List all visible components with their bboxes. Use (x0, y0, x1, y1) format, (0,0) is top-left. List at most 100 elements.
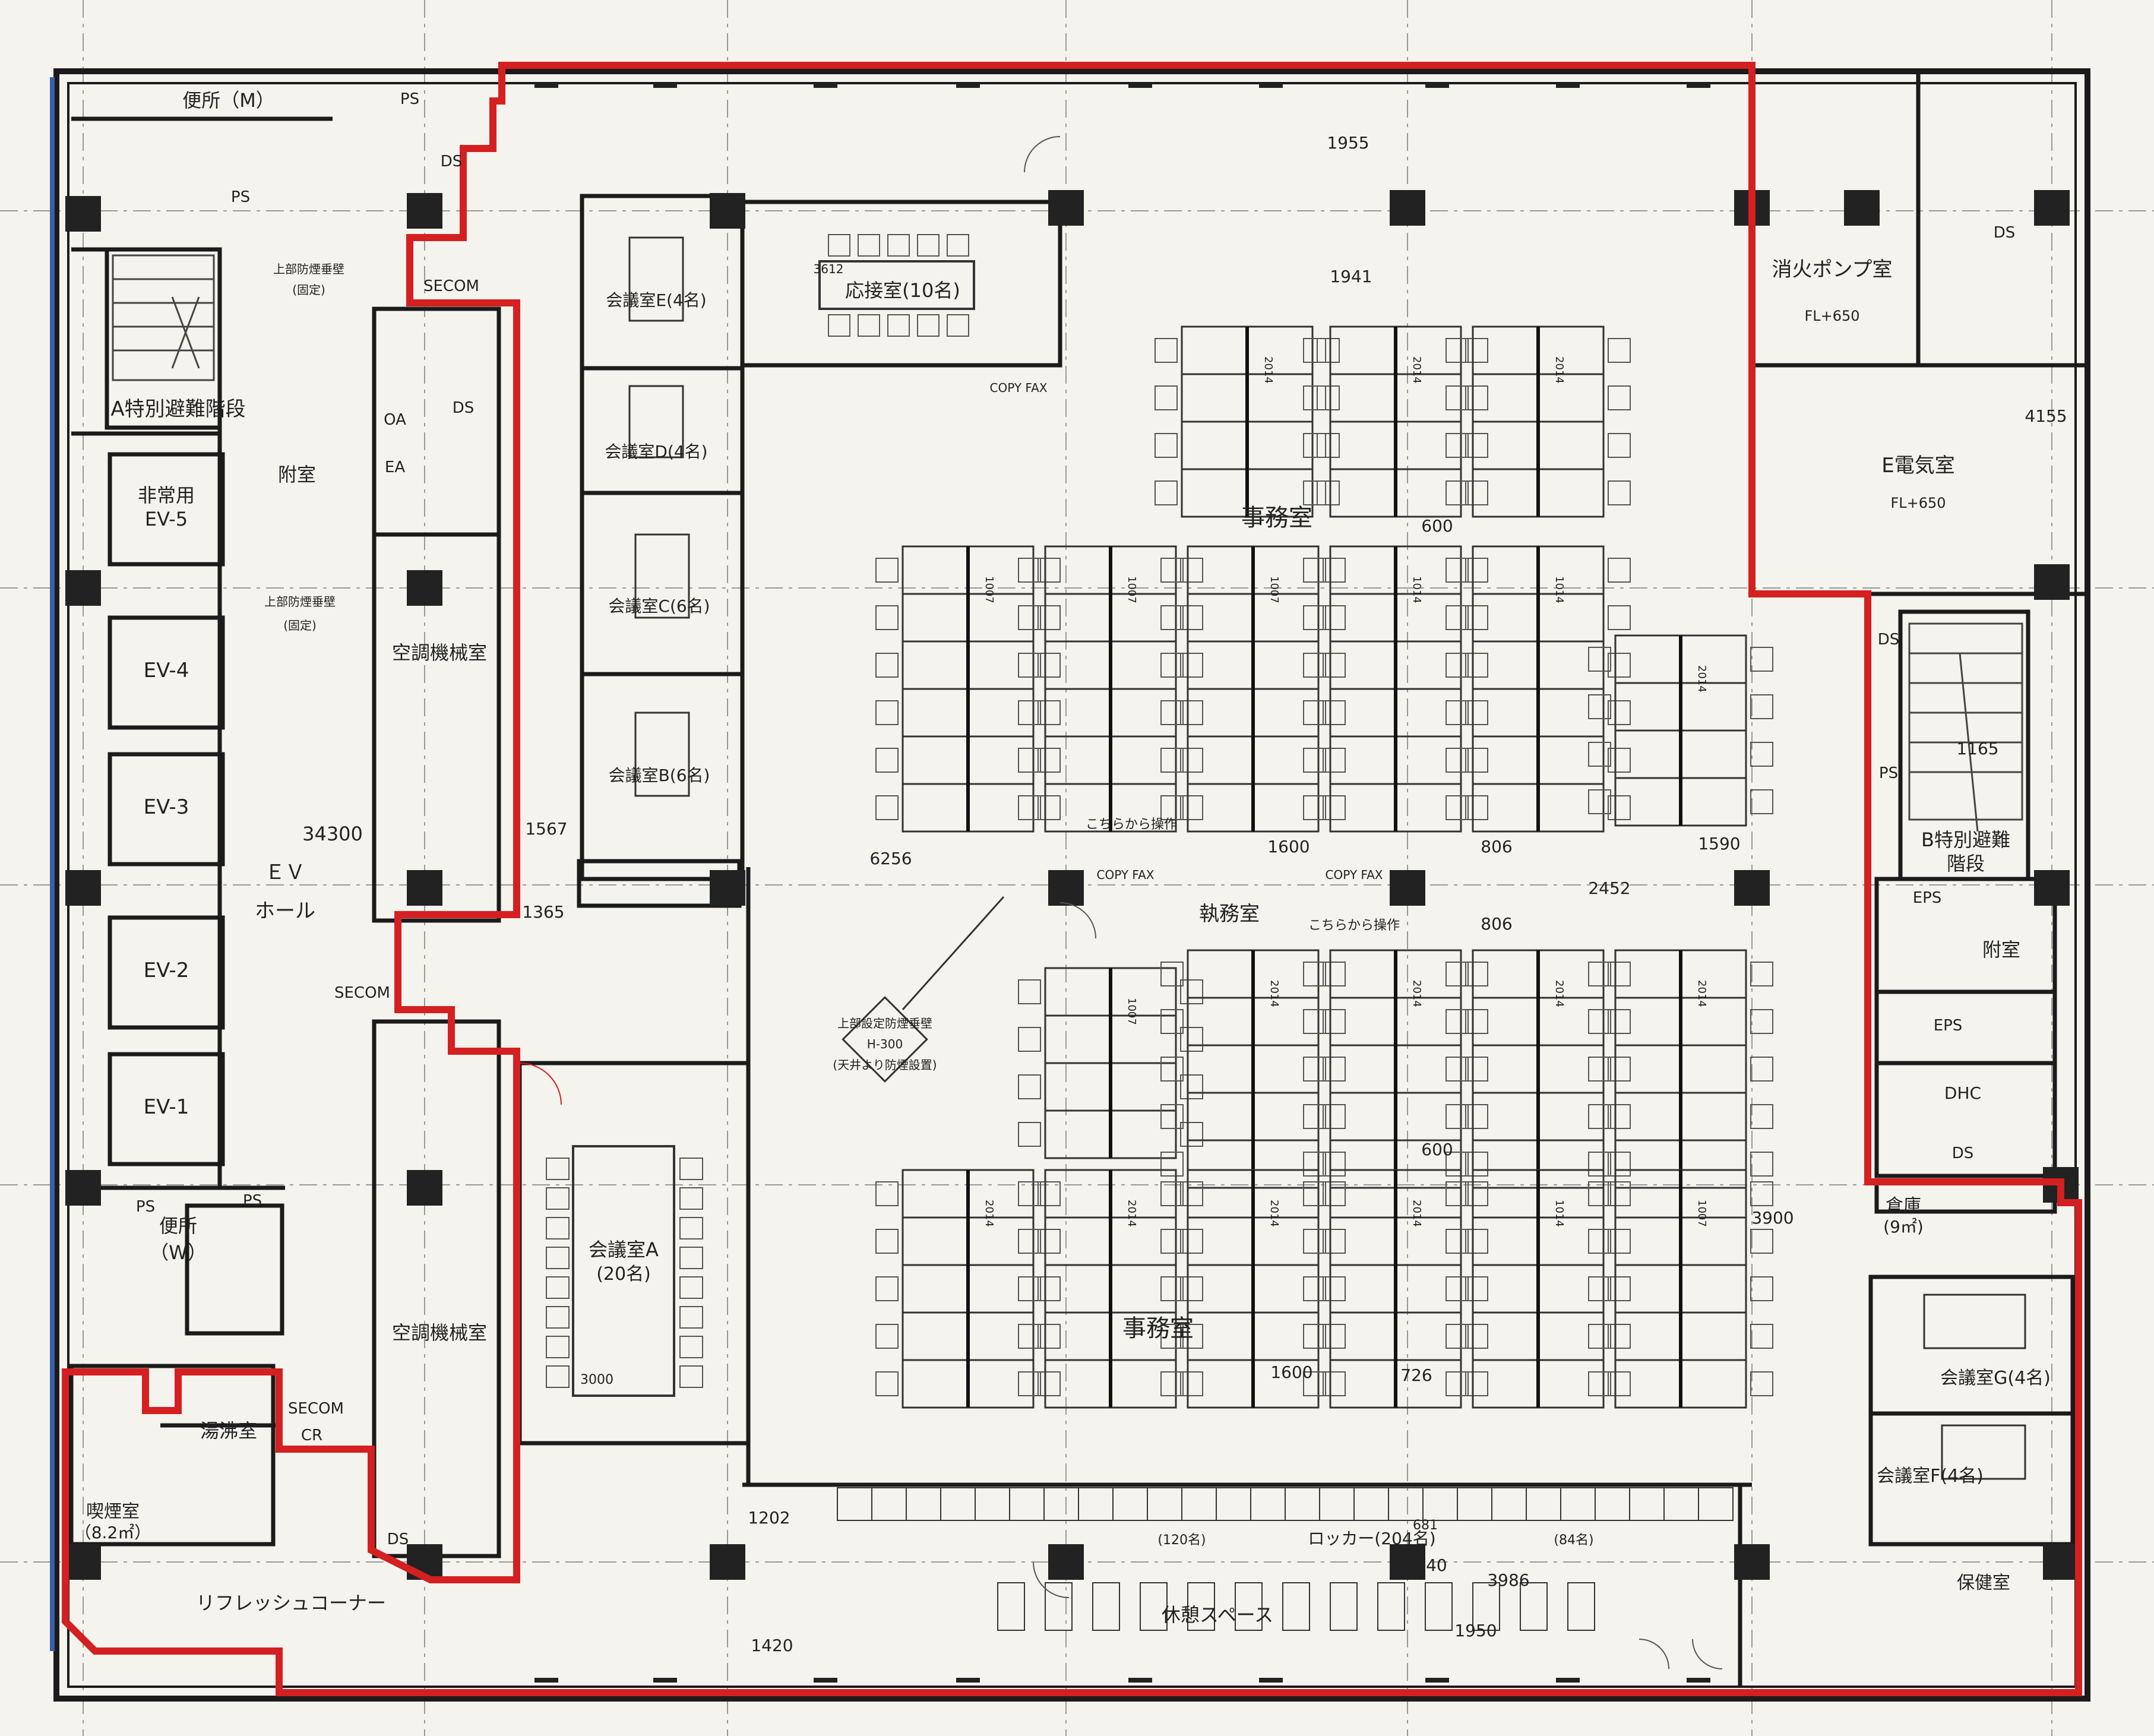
desk-size-label: 2014 (1268, 980, 1280, 1007)
dim-600-lower: 600 (1421, 1140, 1453, 1159)
chair (1160, 1371, 1184, 1396)
label-meeting-a-line1: 会議室A (589, 1238, 659, 1261)
chair (1750, 789, 1773, 814)
chair (1018, 1229, 1041, 1254)
label-storage-line1: 倉庫 (1886, 1196, 1921, 1216)
chair (1018, 700, 1041, 725)
dim-6256: 6256 (869, 849, 912, 868)
window-marks (534, 83, 1710, 1683)
chair (546, 1276, 570, 1299)
chair (1588, 1276, 1611, 1301)
chair (1608, 433, 1631, 458)
label-ps-w2: PS (243, 1192, 262, 1210)
reception-table (818, 260, 975, 310)
stair-a (112, 254, 215, 381)
label-dhc: DHC (1944, 1083, 1981, 1103)
chair (1465, 653, 1488, 678)
chair (1160, 1276, 1184, 1301)
label-copy-fax-1: COPY FAX (990, 381, 1048, 395)
chair (1317, 338, 1340, 363)
chair (1465, 338, 1488, 363)
chair (1323, 1229, 1346, 1254)
label-ev3: EV-3 (144, 795, 189, 819)
chair (1160, 1181, 1184, 1206)
chair (1323, 1371, 1346, 1396)
chair (1465, 385, 1488, 410)
label-stair-b-line1: B特別避難 (1921, 829, 2010, 851)
chair (1465, 700, 1488, 725)
chair (1750, 1229, 1773, 1254)
label-count-120: (120名) (1157, 1533, 1206, 1548)
label-health-room: 保健室 (1957, 1573, 2010, 1593)
chair (1446, 558, 1469, 583)
chair (875, 653, 899, 678)
chair (875, 700, 899, 725)
label-ac-room-upper: 空調機械室 (392, 641, 487, 664)
meeting-d-table (628, 385, 684, 458)
chair (1446, 653, 1469, 678)
chair (1303, 962, 1326, 986)
chair (1608, 1181, 1631, 1206)
chair (1446, 1324, 1469, 1349)
chair (1155, 338, 1178, 363)
chair (679, 1158, 703, 1180)
label-hot-water-room: 湯沸室 (200, 1419, 257, 1442)
chair (1608, 480, 1631, 505)
meeting-a-table (572, 1145, 675, 1397)
chair (1018, 795, 1041, 820)
meeting-b-table (634, 712, 690, 797)
chair (1323, 558, 1346, 583)
label-ds-right-top: DS (1994, 224, 2016, 242)
chair (1018, 1324, 1041, 1349)
label-ds-top: DS (441, 153, 463, 170)
label-count-84: (84名) (1554, 1533, 1593, 1548)
chair (1323, 605, 1346, 630)
label-rest-space: 休憩スペース (1162, 1604, 1273, 1626)
chair (1588, 1181, 1611, 1206)
label-refresh-corner: リフレッシュコーナー (196, 1592, 386, 1614)
desk-size-label: 2014 (1410, 1200, 1423, 1227)
rest-seat (1425, 1582, 1453, 1631)
desk-size-label: 2014 (1696, 980, 1708, 1007)
chair (1323, 795, 1346, 820)
chair (1588, 1229, 1611, 1254)
chair (1303, 1229, 1326, 1254)
chair (947, 314, 969, 337)
rest-seat (1520, 1582, 1548, 1631)
label-meeting-b: 会議室B(6名) (609, 766, 710, 785)
chair (1038, 1324, 1061, 1349)
chair (947, 234, 969, 257)
chair (1465, 1152, 1488, 1177)
chair (1038, 653, 1061, 678)
dim-34300: 34300 (302, 823, 363, 845)
chair (1323, 1152, 1346, 1177)
chair (1588, 1324, 1611, 1349)
chair (1323, 1276, 1346, 1301)
label-ps-toilet: PS (231, 188, 250, 206)
label-storage-line2: (9㎡) (1883, 1217, 1924, 1237)
label-ev2: EV-2 (144, 959, 189, 982)
chair (1180, 558, 1203, 583)
chair (828, 314, 850, 337)
chair (1303, 1324, 1326, 1349)
chair (1303, 1104, 1326, 1129)
dim-726: 726 (1400, 1365, 1432, 1385)
chair (679, 1187, 703, 1210)
chair (875, 558, 899, 583)
chair (1018, 1181, 1041, 1206)
stair-b (1908, 622, 2023, 821)
chair (1323, 962, 1346, 986)
chair (1750, 647, 1773, 672)
chair (1465, 748, 1488, 773)
chair (679, 1336, 703, 1358)
label-ds-shaft: DS (453, 399, 475, 417)
chair (1750, 1057, 1773, 1082)
structural-columns (65, 190, 2079, 1580)
chair (1303, 700, 1326, 725)
label-ev5-line2: EV-5 (145, 508, 188, 530)
chair (1750, 1152, 1773, 1177)
desk-size-label: 1014 (1553, 576, 1565, 603)
chair (1588, 694, 1611, 719)
chair (546, 1158, 570, 1180)
label-stair-b-line2: 階段 (1947, 852, 1985, 875)
